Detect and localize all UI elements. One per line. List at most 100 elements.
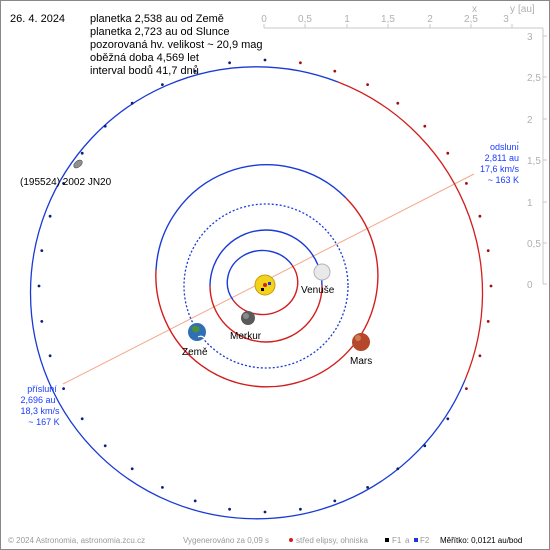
y-tick-label: 1,5 xyxy=(527,156,541,167)
orbit-point xyxy=(333,499,337,503)
aphelion-title: odslunı́ xyxy=(490,141,519,152)
orbit-point xyxy=(37,284,41,288)
earth-orbit xyxy=(183,203,349,369)
venus-orbit-above xyxy=(209,285,323,343)
y-tick-label: 3 xyxy=(527,32,533,43)
info-block: planetka 2,538 au od Země planetka 2,723… xyxy=(90,13,263,77)
mars-orbit-below xyxy=(155,164,347,271)
focus-f1-marker xyxy=(261,288,264,291)
unit-label: [au] xyxy=(518,4,535,15)
info-line: planetka 2,723 au od Slunce xyxy=(90,26,229,38)
orbit-point xyxy=(478,354,482,358)
f1-legend-label: F1 xyxy=(392,536,402,545)
orbit-point xyxy=(80,417,84,421)
orbit-point xyxy=(478,214,482,218)
x-unit-label: x xyxy=(472,4,477,15)
orbit-point xyxy=(40,320,44,323)
a-legend-label: a xyxy=(405,536,410,545)
orbit-point xyxy=(48,214,52,218)
orbit-point xyxy=(366,486,369,489)
y-tick-label: 0,5 xyxy=(527,239,541,250)
orbit-point xyxy=(130,467,134,471)
orbit-point xyxy=(486,320,490,323)
center-legend-marker xyxy=(289,538,293,542)
info-line: interval bodů 41,7 dnů xyxy=(90,65,199,77)
orbit-point xyxy=(299,507,302,511)
orbit-point xyxy=(161,83,164,86)
orbit-point xyxy=(489,284,493,288)
perihelion-speed: 18,3 km/s xyxy=(20,406,60,416)
aphelion-distance: 2,811 au xyxy=(485,153,519,163)
sun xyxy=(254,274,276,296)
venus: Venuše xyxy=(301,263,335,296)
date-label: 26. 4. 2024 xyxy=(10,13,65,25)
f2-legend-label: F2 xyxy=(420,536,430,545)
y-tick-label: 2 xyxy=(527,115,533,126)
x-tick-label: 1 xyxy=(344,14,350,25)
x-tick-label: 3 xyxy=(503,14,509,25)
orbit-point xyxy=(446,151,450,155)
venus-label: Venuše xyxy=(301,285,335,296)
orbit-point xyxy=(228,61,232,65)
orbit-point xyxy=(396,101,400,105)
orbit-point xyxy=(423,444,427,448)
asteroid-orbit-below xyxy=(29,66,466,520)
y-tick-label: 2,5 xyxy=(527,73,541,84)
mercury: Merkur xyxy=(230,311,262,342)
orbit-point xyxy=(193,69,197,73)
copyright-text: © 2024 Astronomia, astronomia.zcu.cz xyxy=(8,536,145,545)
y-scale-ticks xyxy=(543,35,547,285)
orbit-point xyxy=(423,124,427,128)
orbit-point xyxy=(263,510,267,514)
scale-axes: 0 0,5 1 1,5 2 2,5 3 x y [au] 3 2,5 2 1,5… xyxy=(261,4,547,291)
orbit-point xyxy=(193,499,197,503)
asteroid-orbit-above xyxy=(337,81,484,381)
orbit-point xyxy=(299,61,302,65)
orbit-point xyxy=(80,151,84,155)
info-line: planetka 2,538 au od Země xyxy=(90,13,224,25)
f1-legend-marker xyxy=(385,538,389,542)
earth: Země xyxy=(182,323,208,358)
info-line: oběžná doba 4,569 let xyxy=(90,52,199,64)
ellipse-center-marker xyxy=(263,283,267,287)
orbit-point xyxy=(103,124,107,128)
y-unit-label: y xyxy=(510,4,515,15)
f2-legend-marker xyxy=(414,538,418,542)
mercury-label: Merkur xyxy=(230,331,262,342)
aphelion-temperature: ~ 163 K xyxy=(488,175,519,185)
mars-orbit-above xyxy=(155,197,379,388)
perihelion-title: přísluní xyxy=(27,384,57,394)
x-scale-ticks xyxy=(263,24,513,28)
orbit-point xyxy=(130,101,134,105)
asteroid: (195524) 2002 JN20 xyxy=(20,159,112,188)
mars-label: Mars xyxy=(350,356,372,367)
mercury-orbit-below xyxy=(226,249,293,301)
generation-time: Vygenerováno za 0,09 s xyxy=(183,536,269,545)
y-tick-label: 1 xyxy=(527,198,533,209)
x-tick-label: 0 xyxy=(261,14,267,25)
orbit-point xyxy=(263,58,267,62)
venus-orbit-below xyxy=(209,229,323,287)
asteroid-orbit-points xyxy=(37,58,493,514)
orbit-point xyxy=(228,507,232,511)
info-line: pozorovaná hv. velikost ~ 20,9 mag xyxy=(90,39,263,51)
x-tick-label: 1,5 xyxy=(381,14,395,25)
center-legend-label: střed elipsy, ohniska xyxy=(296,536,368,545)
asteroid-label: (195524) 2002 JN20 xyxy=(20,177,112,188)
orbit-point xyxy=(62,387,65,390)
orbit-point xyxy=(486,249,490,253)
aphelion-speed: 17,6 km/s xyxy=(480,164,520,174)
perihelion-distance: 2,696 au xyxy=(20,395,55,405)
orbit-point xyxy=(40,249,44,253)
x-tick-label: 2,5 xyxy=(464,14,478,25)
earth-label: Země xyxy=(182,347,208,358)
orbit-point xyxy=(396,467,400,471)
footer: © 2024 Astronomia, astronomia.zcu.cz Vyg… xyxy=(8,536,522,545)
orbit-point xyxy=(103,444,107,448)
x-tick-label: 2 xyxy=(427,14,433,25)
orbit-point xyxy=(161,486,164,489)
focus-f2-marker xyxy=(268,282,271,285)
orbit-point xyxy=(446,417,450,421)
